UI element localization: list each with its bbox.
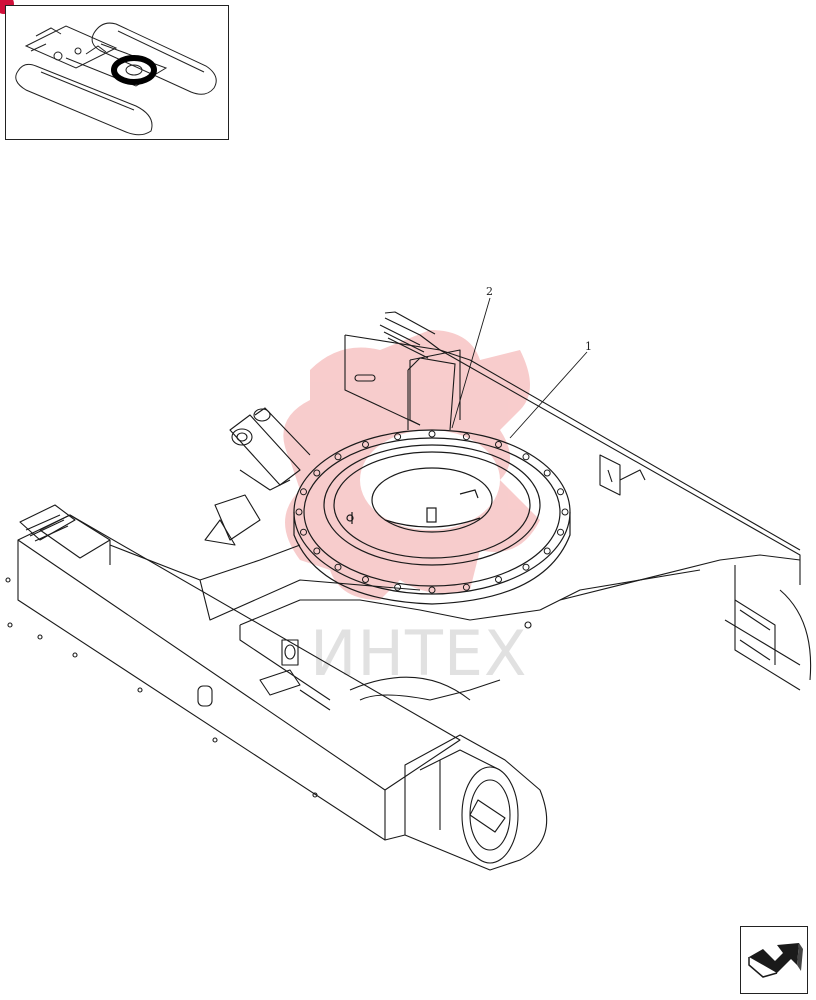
bolt-hole [543, 547, 551, 555]
bolt-hole [543, 469, 551, 477]
bolt-hole [394, 583, 402, 591]
callout-2: 2 [486, 285, 493, 298]
bolt-hole [495, 441, 502, 448]
bolt-hole [295, 508, 303, 516]
bolt-hole [557, 528, 564, 536]
slewing-ring [293, 429, 571, 605]
next-page-button[interactable] [740, 926, 808, 994]
bolt-hole [561, 508, 569, 516]
bolt-hole [522, 563, 530, 571]
bolt-hole [334, 453, 342, 461]
callout-1: 1 [585, 340, 592, 353]
overview-thumbnail [5, 5, 229, 140]
bolt-hole [300, 488, 307, 496]
bolt-hole [462, 583, 470, 591]
bolt-hole [362, 441, 369, 448]
bolt-hole [462, 433, 470, 441]
watermark-text: ИНТЕХ [310, 617, 528, 690]
bolt-hole [557, 488, 564, 496]
bolt-hole [300, 528, 307, 536]
next-page-arrow-icon [748, 943, 803, 978]
bolt-hole [428, 430, 436, 438]
bolt-hole [394, 433, 402, 441]
bolt-hole [313, 547, 321, 555]
bolt-hole [522, 453, 530, 461]
bolt-hole [495, 576, 502, 583]
ring-bolt-holes [295, 430, 569, 594]
watermark-logo: ИНТЕХ [283, 330, 540, 690]
undercarriage-thumbnail-icon [15, 22, 217, 136]
bolt-hole [428, 586, 436, 594]
bolt-hole [313, 469, 321, 477]
bolt-hole [362, 576, 369, 583]
bolt-hole [334, 563, 342, 571]
